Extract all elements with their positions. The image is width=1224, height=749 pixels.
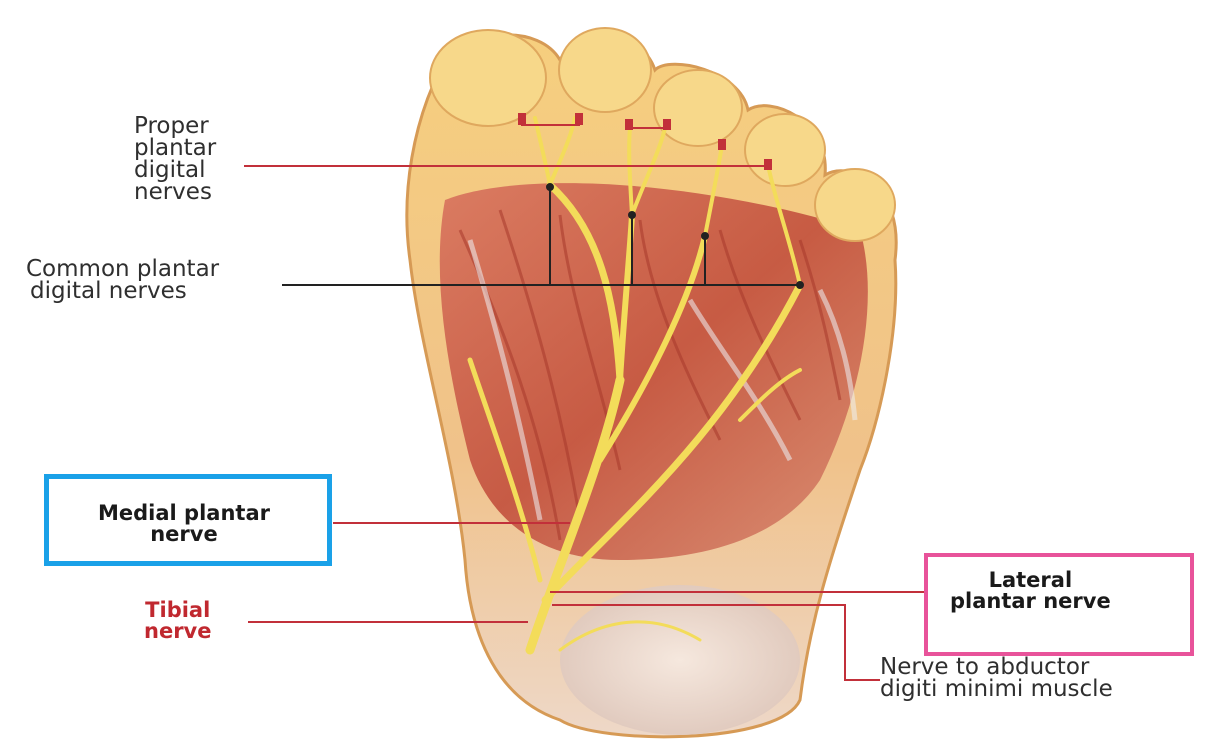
label-nerve-to-abductor-digiti-minimi: Nerve to abductor digiti minimi muscle [880, 656, 1113, 700]
label-tibial-nerve: Tibial nerve [144, 600, 211, 642]
label-line: plantar [134, 137, 216, 159]
label-line: plantar nerve [950, 591, 1111, 612]
label-proper-plantar-digital-nerves: Proper plantar digital nerves [134, 115, 216, 203]
label-line: digital nerves [26, 280, 219, 302]
label-line: Nerve to abductor [880, 656, 1113, 678]
label-line: Common plantar [26, 258, 219, 280]
label-line: Tibial [144, 600, 211, 621]
heel [560, 585, 800, 735]
label-line: nerve [98, 524, 270, 545]
label-lateral-plantar-nerve: Lateral plantar nerve [950, 570, 1111, 612]
label-common-plantar-digital-nerves: Common plantar digital nerves [26, 258, 219, 302]
label-line: Medial plantar [98, 503, 270, 524]
label-line: Lateral [950, 570, 1111, 591]
label-line: Proper [134, 115, 216, 137]
label-medial-plantar-nerve: Medial plantar nerve [98, 503, 270, 545]
label-line: nerves [134, 181, 216, 203]
label-line: nerve [144, 621, 211, 642]
label-line: digiti minimi muscle [880, 678, 1113, 700]
label-line: digital [134, 159, 216, 181]
